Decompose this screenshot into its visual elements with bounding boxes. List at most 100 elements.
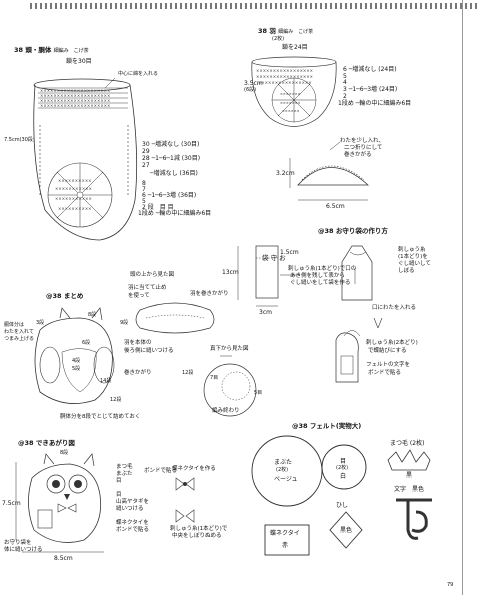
- omamori-width: 3cm: [259, 309, 272, 316]
- summary-body-note-2: わたを入れて: [4, 329, 34, 335]
- finished-charm-2: 体に縫いつける: [4, 547, 43, 553]
- wing-side-label: 3.2cm: [276, 170, 295, 177]
- svg-text:×××××××××××××××××: ×××××××××××××××××: [256, 74, 313, 79]
- wing-width-label: 6.5cm: [326, 203, 345, 210]
- summary-rows-9: 9段: [120, 320, 129, 326]
- summary-rows-4: 4段: [72, 358, 81, 364]
- finished-height: 7.5cm: [2, 500, 21, 507]
- wing-fold-note-2: 二つ折りにして: [344, 145, 383, 151]
- felt-lash-label: まつ毛 (2枚): [390, 440, 425, 447]
- finished-eye-2: まぶた: [116, 471, 133, 477]
- summary-stitch-note: 巻きかがり: [124, 370, 152, 376]
- wing-height: 3.5cm: [244, 80, 263, 87]
- omamori-knot-1: 刺しゅう糸(2本どり): [366, 340, 418, 346]
- summary-side-view: 真下から見た図: [210, 346, 249, 352]
- felt-hishi-label: ひし: [336, 502, 349, 509]
- summary-rows-12: 12段: [110, 397, 122, 403]
- summary-wing-label: 羽を巻きかがり: [190, 291, 229, 297]
- finished-width: 8.5cm: [54, 555, 73, 562]
- svg-text:×××××××××××××××××××××: ×××××××××××××××××××××: [40, 98, 110, 103]
- body-row-28: 28 ─1─6─1減 (30目): [142, 155, 201, 162]
- felt-moji-char: す: [440, 530, 441, 537]
- svg-text:×××××××××××××××××: ×××××××××××××××××: [256, 68, 313, 73]
- body-row-8: 8: [142, 180, 146, 187]
- summary-side-5: 5目: [254, 390, 263, 396]
- omamori-knot-2: で蝶結びにする: [368, 348, 407, 354]
- finished-charm-1: お守り袋を: [4, 540, 32, 546]
- felt-mid-circle-3: 白: [340, 473, 347, 480]
- summary-side-note: 編み終わり: [212, 408, 240, 414]
- body-row-7: 7: [142, 186, 146, 193]
- wing-row-6: 6 ─増減なし (24目): [343, 66, 397, 73]
- summary-side-7: 7目: [210, 375, 219, 381]
- felt-big-circle-3: ベージュ: [274, 476, 298, 483]
- felt-title: @38 フェルト(実物大): [292, 422, 362, 430]
- summary-bottom-note: 胴体分を8段でとじて詰めておく: [60, 414, 141, 420]
- omamori-felt-2: ボンドで貼る: [368, 370, 402, 376]
- svg-text:×××××××××××: ×××××××××××: [55, 186, 92, 191]
- felt-lash-color: 黒: [406, 472, 413, 479]
- finished-tie-step-1: 刺しゅう糸(1本どり)で: [170, 526, 228, 532]
- wing-fold-note-1: わたを少し入れ、: [340, 138, 385, 144]
- wing-count: (2枚): [272, 36, 285, 42]
- svg-text:××××××: ××××××: [282, 109, 300, 113]
- omamori-note-3: ぐし縫いをして袋を作る: [290, 280, 351, 286]
- summary-rows-5: 5段: [72, 366, 81, 372]
- summary-body-note-1: 胴体分は: [4, 322, 25, 328]
- svg-text:××××××××××××××××: ××××××××××××××××: [258, 80, 312, 85]
- summary-title: @38 まとめ: [46, 292, 84, 300]
- omamori-right-5: 口にわたを入れる: [372, 305, 417, 311]
- summary-rows-8: 8段: [88, 312, 97, 318]
- wing-fold-note-3: 巻きかがる: [344, 152, 372, 158]
- svg-text:×××××××: ×××××××: [280, 92, 301, 96]
- body-row-2: 2 段 目 目: [142, 204, 174, 211]
- summary-pin-note-2: を使って: [128, 293, 150, 299]
- body-row-1: 1段め ─輪の中に細編み6目: [138, 210, 212, 217]
- body-row-30: 30 ─増減なし (30目): [142, 141, 200, 148]
- top-decorative-border: [30, 3, 480, 9]
- body-center-note: 中心に綿を入れる: [118, 71, 159, 77]
- omamori-note-2: あき側を残して表から: [290, 273, 345, 279]
- finished-bond: ボンドで貼る: [144, 468, 178, 474]
- felt-big-circle-1: まぶた: [274, 459, 293, 466]
- finished-tie-1: 蝶ネクタイを: [116, 520, 149, 526]
- body-top-label: 鎖を30目: [66, 58, 92, 65]
- finished-nose-3: 縫いつける: [116, 506, 144, 512]
- omamori-right-4: しぼる: [398, 268, 415, 274]
- finished-nose-2: 山高ヤタギを: [116, 499, 150, 505]
- wing-row-1: 1段め ─輪の中に細編み6目: [338, 100, 412, 107]
- summary-wing-note-1: 羽を本体の: [124, 340, 152, 346]
- finished-eye-1: まつ毛: [116, 464, 133, 470]
- wing-title: 38 羽 細編み こげ茶: [258, 27, 314, 36]
- summary-pin-note: 羽に当てて止め: [128, 285, 167, 291]
- wing-row-5: 5: [343, 73, 347, 80]
- page-number: 79: [447, 582, 454, 588]
- summary-side-12: 12段: [182, 370, 194, 376]
- finished-title: @38 できあがり図: [18, 439, 75, 447]
- body-row-27: 27: [142, 162, 150, 169]
- body-row-6: 6 ─1─6─3増 (36目): [142, 192, 197, 199]
- summary-wing-note-2: 後ろ側に縫いつける: [124, 348, 174, 354]
- felt-mid-circle-1: 目: [340, 458, 347, 465]
- finished-tie-step-2: 中央をしぼりぬめる: [172, 533, 222, 539]
- summary-body-note-3: つまみ上げる: [4, 336, 35, 342]
- felt-big-circle-2: (2枚): [276, 467, 289, 473]
- svg-text:××××××××××: ××××××××××: [58, 178, 92, 183]
- wing-row-2: 2: [343, 93, 347, 100]
- svg-text:×××××××××××××××××××××: ×××××××××××××××××××××: [40, 93, 110, 98]
- omamori-height: 13cm: [222, 269, 239, 276]
- finished-tie-2: ボンドで貼る: [116, 527, 150, 533]
- felt-tie-label: 蝶ネクタイ: [270, 530, 300, 537]
- omamori-bag-chars: 袋 守 お: [262, 254, 286, 262]
- svg-text:×××××××××××××××××××××: ×××××××××××××××××××××: [40, 88, 110, 93]
- wing-top-label: 鎖を24目: [282, 44, 308, 51]
- summary-rows-6: 6段: [82, 340, 91, 346]
- wing-row-3: 3 ─1─6─3増 (24目): [343, 86, 398, 93]
- finished-nose-1: 目: [116, 492, 122, 498]
- summary-top-label: 頭の上から見た図: [130, 272, 175, 278]
- felt-tie-color: 赤: [282, 542, 289, 549]
- summary-rows-3: 3段: [36, 320, 45, 326]
